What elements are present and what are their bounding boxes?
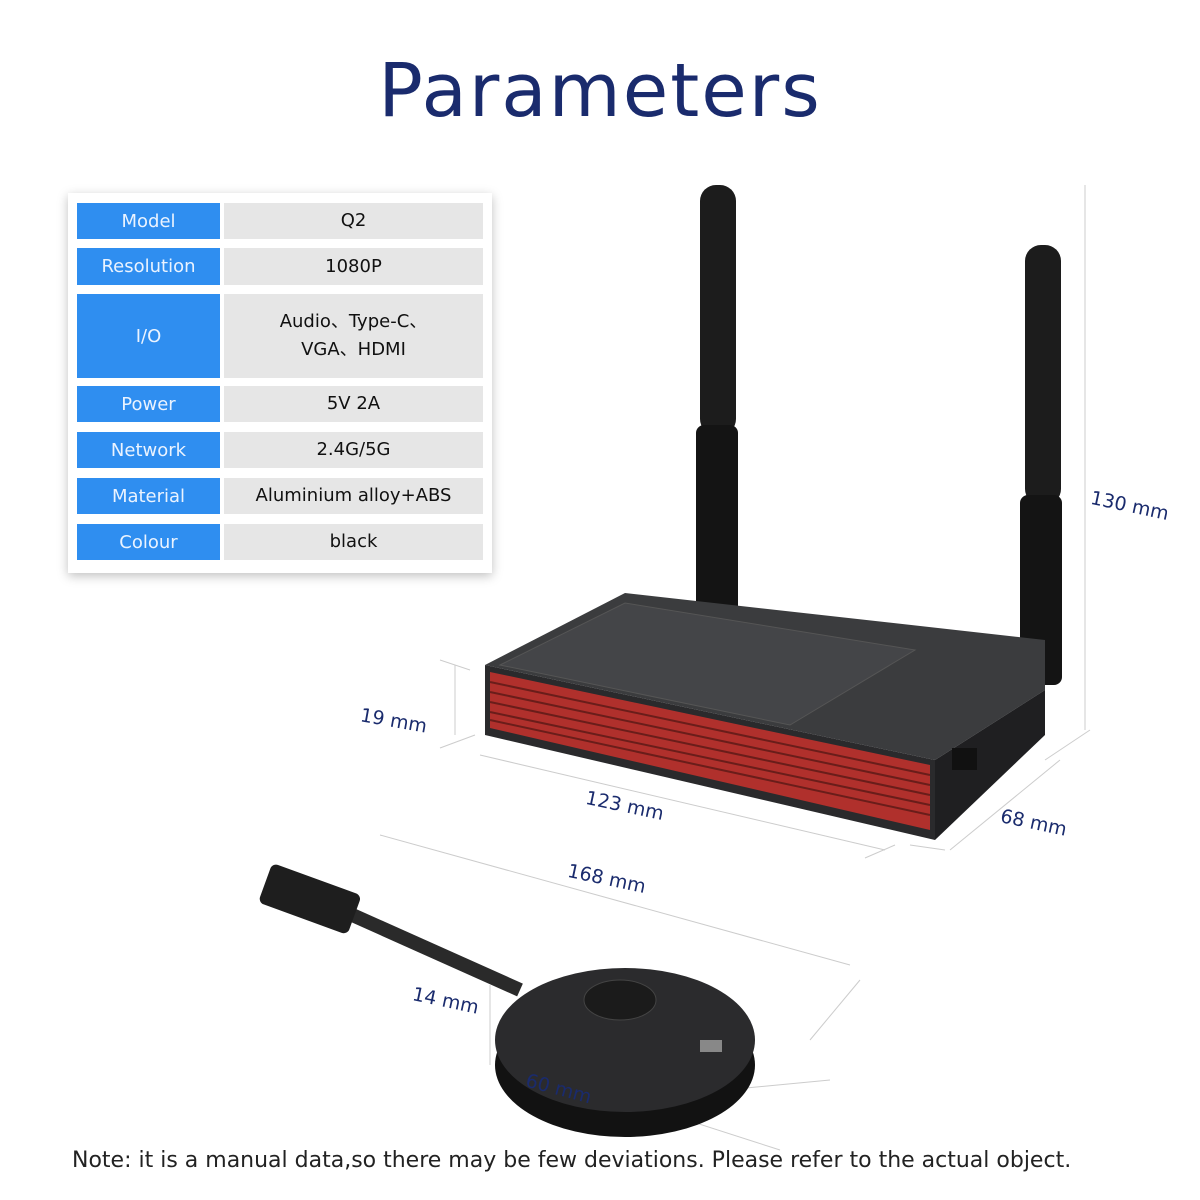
spec-value: Q2 — [224, 203, 483, 239]
spec-row-power: Power 5V 2A — [77, 386, 483, 422]
spec-value: 5V 2A — [224, 386, 483, 422]
spec-row-model: Model Q2 — [77, 203, 483, 239]
spec-label: Network — [77, 432, 220, 468]
spec-label: I/O — [77, 294, 220, 378]
spec-label: Model — [77, 203, 220, 239]
spec-row-network: Network 2.4G/5G — [77, 432, 483, 468]
spec-row-io: I/O Audio、Type-C、 VGA、HDMI — [77, 294, 483, 378]
antenna-left — [700, 185, 736, 435]
spec-value: black — [224, 524, 483, 560]
spec-value: Audio、Type-C、 VGA、HDMI — [224, 294, 483, 378]
spec-table: Model Q2 Resolution 1080P I/O Audio、Type… — [68, 193, 492, 573]
spec-label: Colour — [77, 524, 220, 560]
spec-label: Material — [77, 478, 220, 514]
spec-label: Power — [77, 386, 220, 422]
spec-row-material: Material Aluminium alloy+ABS — [77, 478, 483, 514]
spec-value: Aluminium alloy+ABS — [224, 478, 483, 514]
footnote: Note: it is a manual data,so there may b… — [72, 1148, 1072, 1173]
hdmi-plug — [259, 864, 360, 934]
antenna-right — [1025, 245, 1061, 505]
spec-row-colour: Colour black — [77, 524, 483, 560]
router-device — [485, 185, 1062, 840]
spec-label: Resolution — [77, 248, 220, 285]
spec-value: 1080P — [224, 248, 483, 285]
page-title: Parameters — [378, 48, 822, 134]
spec-row-resolution: Resolution 1080P — [77, 248, 483, 285]
spec-value: 2.4G/5G — [224, 432, 483, 468]
dongle-device — [259, 864, 755, 1137]
